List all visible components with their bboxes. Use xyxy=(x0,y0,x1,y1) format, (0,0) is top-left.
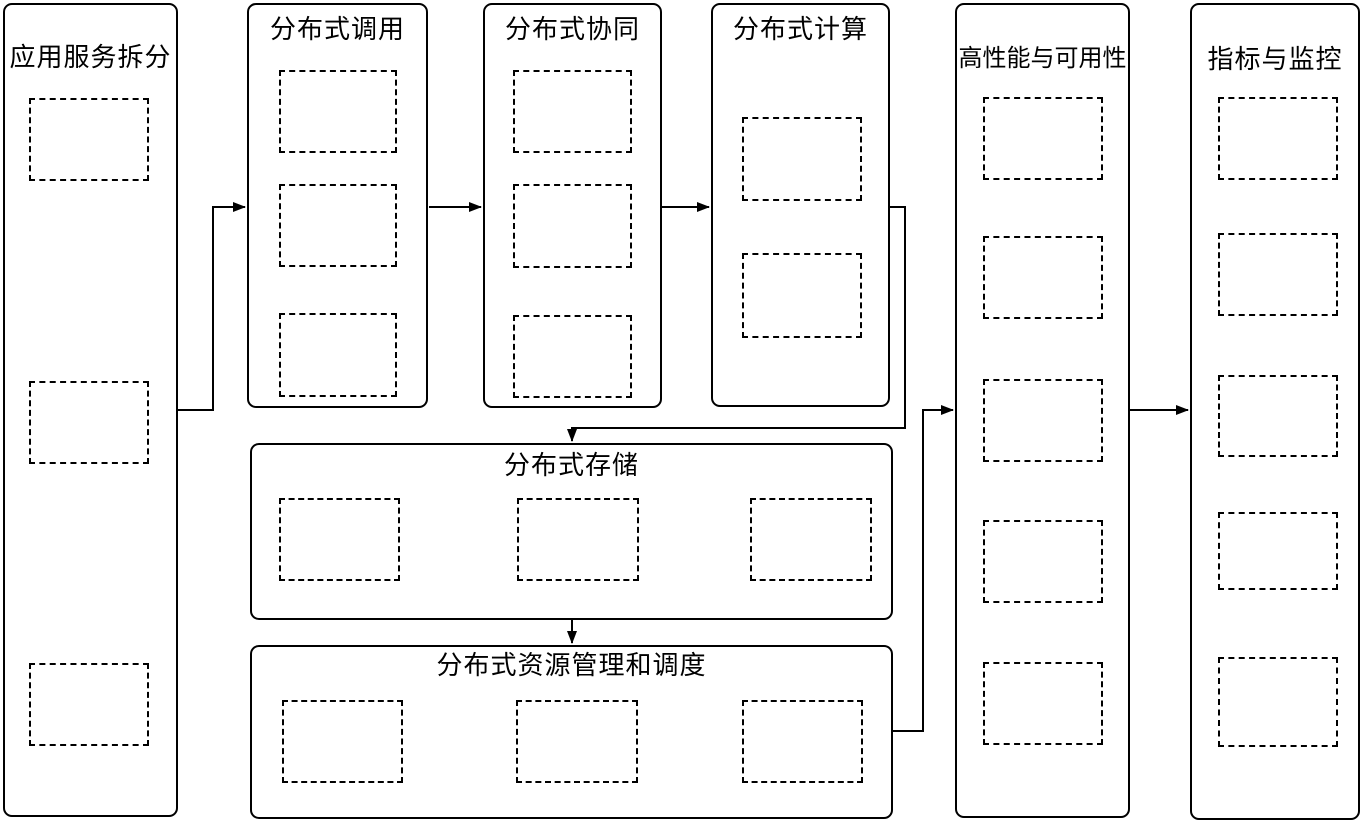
placeholder-box xyxy=(742,700,863,783)
placeholder-box xyxy=(983,236,1103,319)
placeholder-box xyxy=(513,70,632,153)
placeholder-box xyxy=(1218,657,1338,747)
placeholder-box xyxy=(513,315,632,398)
placeholder-box xyxy=(517,498,639,581)
column-dist-call: 分布式调用 xyxy=(247,3,428,408)
placeholder-box xyxy=(279,498,400,581)
column-title-metrics: 指标与监控 xyxy=(1207,45,1343,74)
column-metrics: 指标与监控 xyxy=(1190,3,1360,820)
column-title-dist-coord: 分布式协同 xyxy=(504,15,640,44)
placeholder-box xyxy=(513,184,632,268)
placeholder-box xyxy=(29,663,149,746)
banner-title-dist-storage: 分布式存储 xyxy=(503,451,639,480)
column-dist-coord: 分布式协同 xyxy=(483,3,662,408)
column-app-split: 应用服务拆分 xyxy=(3,3,178,817)
placeholder-box xyxy=(29,381,149,464)
banner-title-dist-resource: 分布式资源管理和调度 xyxy=(436,651,707,680)
column-title-dist-compute: 分布式计算 xyxy=(732,15,868,44)
placeholder-box xyxy=(742,117,862,201)
connector-resource-to-highperf xyxy=(893,405,954,732)
placeholder-box xyxy=(750,498,872,581)
placeholder-box xyxy=(983,520,1103,603)
placeholder-box xyxy=(516,700,638,783)
placeholder-box xyxy=(279,184,397,267)
banner-dist-storage: 分布式存储 xyxy=(250,443,893,620)
placeholder-box xyxy=(279,313,397,397)
placeholder-box xyxy=(279,70,397,153)
placeholder-box xyxy=(742,253,862,338)
column-high-perf: 高性能与可用性 xyxy=(955,3,1130,818)
placeholder-box xyxy=(1218,375,1338,457)
placeholder-box xyxy=(983,97,1103,180)
column-title-high-perf: 高性能与可用性 xyxy=(958,46,1127,72)
column-title-app-split: 应用服务拆分 xyxy=(9,43,172,72)
banner-dist-resource: 分布式资源管理和调度 xyxy=(250,645,893,819)
placeholder-box xyxy=(282,700,403,783)
placeholder-box xyxy=(1218,233,1338,316)
column-dist-compute: 分布式计算 xyxy=(711,3,890,407)
placeholder-box xyxy=(983,379,1103,462)
connector-appsplit-to-distcall xyxy=(178,202,246,411)
placeholder-box xyxy=(983,662,1103,745)
placeholder-box xyxy=(29,98,149,181)
column-title-dist-call: 分布式调用 xyxy=(269,15,405,44)
placeholder-box xyxy=(1218,512,1338,590)
placeholder-box xyxy=(1218,97,1338,180)
